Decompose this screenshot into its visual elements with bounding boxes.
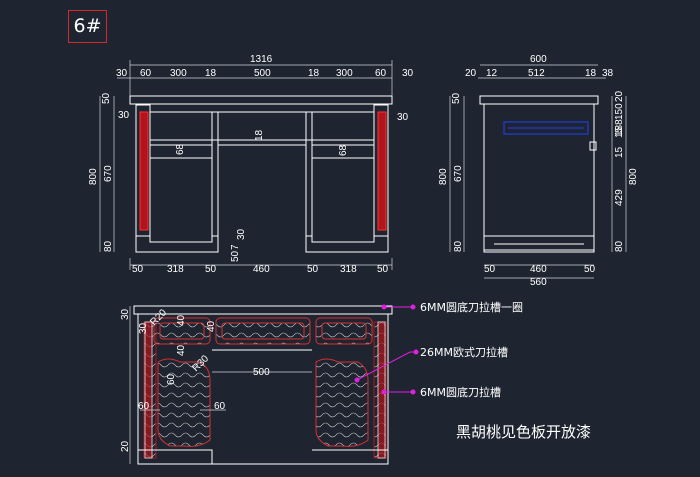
detail-dim: 30 [138,322,149,334]
front-right-dim: 30 [397,112,409,123]
detail-callouts: 6MM圆底刀拉槽一圈 26MM欧式刀拉槽 6MM圆底刀拉槽 [354,300,523,399]
callout-round-groove: 6MM圆底刀拉槽 [420,385,501,399]
detail-dim: 40 [176,344,187,356]
side-right-dim: 15 [614,146,625,158]
detail-drawer-right [315,317,373,345]
front-left-dim: 800 [88,168,99,185]
front-left-base [135,235,219,253]
front-top-dim: 18 [205,68,217,79]
front-view [129,95,393,253]
side-view [479,95,599,253]
front-left-dim: 68 [175,143,186,155]
callout-euro-groove: 26MM欧式刀拉槽 [420,345,508,359]
side-bottom-dim: 50 [584,264,596,275]
side-base [483,236,595,253]
side-bottom-total: 560 [530,277,547,288]
side-dimension-labels: 600 20 12 512 18 38 50 800 670 80 20 150… [438,54,639,288]
side-right-dim: 80 [614,240,625,252]
side-left-dim: 670 [453,165,464,182]
front-bottom-dim: 50 [205,264,217,275]
front-left-dim: 50 [101,92,112,104]
front-bottom-dim: 50 [132,264,144,275]
front-top-dim: 300 [170,68,187,79]
front-bottom-dim: 460 [253,264,270,275]
callout-groove-full-loop: 6MM圆底刀拉槽一圈 [420,300,523,314]
front-bottom-dim: 318 [340,264,357,275]
side-desk-top [479,95,599,105]
front-right-red-inlay [377,111,387,231]
front-left-red-inlay [139,111,149,231]
front-top-dim: 60 [375,68,387,79]
detail-dim: 60 [166,373,177,385]
detail-dim: 500 [253,367,270,378]
side-drawer-slot [503,121,589,135]
front-right-base [305,235,389,253]
side-top-dim: 12 [486,68,498,79]
finish-note: 黑胡桃见色板开放漆 [456,423,591,441]
detail-right-base [312,449,389,465]
front-left-dim: 30 [118,110,130,121]
front-desk-top [129,95,393,105]
front-dimension-lines [99,60,393,270]
front-bottom-dim: 318 [167,264,184,275]
side-top-dim: 512 [528,68,545,79]
detail-dim: 40 [176,314,187,326]
side-left-dim: 50 [451,92,462,104]
side-dimension-lines [449,64,627,279]
detail-drawer-left [153,317,211,345]
side-top-dim: 20 [465,68,477,79]
side-left-dim: 80 [453,240,464,252]
front-center-dim: 50 [230,250,241,262]
sheet-number-badge: 6# [68,10,107,43]
front-dimension-labels: 1316 30 60 300 18 500 18 300 60 30 50 30… [88,54,414,275]
side-right-dim: 15 [614,126,625,138]
detail-dim: 60 [214,401,226,412]
front-top-dim: 60 [140,68,152,79]
side-top-dim: 18 [585,68,597,79]
front-top-dim: 30 [402,68,414,79]
side-left-dim: 800 [438,168,449,185]
front-center-dim: 68 [338,144,349,156]
detail-desk-top [133,305,393,315]
front-bottom-dim: 50 [307,264,319,275]
side-right-dim: 800 [628,168,639,185]
side-bottom-dim: 460 [530,264,547,275]
front-top-dim: 500 [254,68,271,79]
side-bottom-dim: 50 [484,264,496,275]
detail-left-door [157,358,211,447]
detail-right-door [315,358,369,447]
side-top-dim: 38 [602,68,614,79]
detail-drawer-center [215,317,311,345]
front-overall-width: 1316 [250,54,273,65]
front-left-dim: 80 [103,240,114,252]
side-right-dim: 429 [614,189,625,206]
front-top-dim: 30 [116,68,128,79]
front-top-dim: 18 [308,68,320,79]
side-right-dim: 188 [614,119,625,136]
front-top-dim: 300 [336,68,353,79]
front-center-dim: 30 [236,228,247,240]
front-bottom-dim: 50 [377,264,389,275]
side-right-dim: 20 [614,90,625,102]
detail-dim: 60 [138,401,150,412]
detail-left-base [138,449,213,465]
side-right-dim: 150 [614,103,625,120]
detail-dim: 40 [206,320,217,332]
detail-dim: 30 [120,308,131,320]
side-overall-width: 600 [530,54,547,65]
detail-dimension-lines [129,306,312,464]
front-center-dim: 18 [254,129,265,141]
front-center-dim: 7 [230,244,241,250]
detail-dim: 20 [120,440,131,452]
front-left-dim: 670 [103,165,114,182]
